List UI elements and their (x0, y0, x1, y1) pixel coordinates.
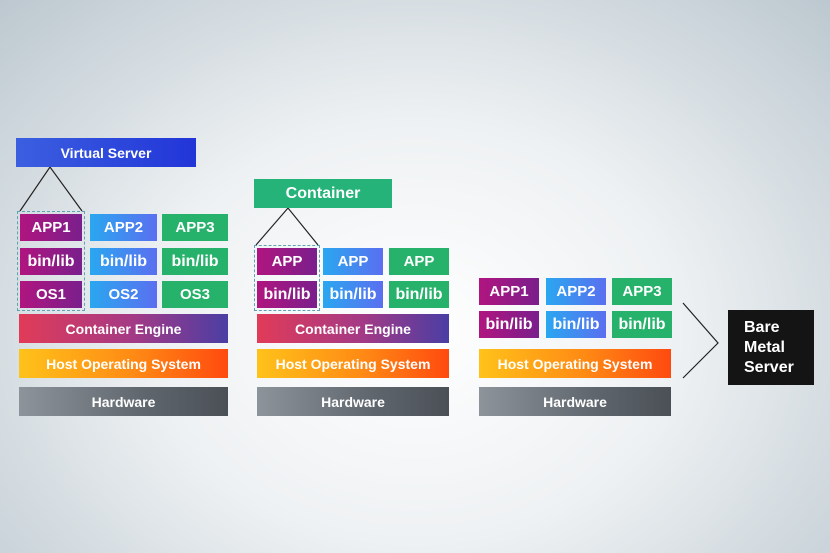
vm-os-1: OS1 (20, 281, 82, 308)
bare-metal-word-2: Metal (744, 338, 785, 356)
vm-hardware: Hardware (19, 387, 228, 416)
bm-lib-1: bin/lib (479, 311, 539, 338)
bm-lib-3: bin/lib (612, 311, 672, 338)
ct-container-engine: Container Engine (257, 314, 449, 343)
container-highlight (254, 245, 320, 311)
vm-container-engine: Container Engine (19, 314, 228, 343)
bare-metal-word-1: Bare (744, 318, 780, 336)
ct-host-os: Host Operating System (257, 349, 449, 378)
vm-lib-3: bin/lib (162, 248, 228, 275)
vm-os-3: OS3 (162, 281, 228, 308)
ct-app-2: APP (323, 248, 383, 275)
vm-app-1: APP1 (20, 214, 82, 241)
ct-app-3: APP (389, 248, 449, 275)
vm-lib-2: bin/lib (90, 248, 157, 275)
bm-app-1: APP1 (479, 278, 539, 305)
ct-lib-2: bin/lib (323, 281, 383, 308)
vm-app-3: APP3 (162, 214, 228, 241)
virtual-server-highlight (17, 211, 85, 311)
ct-lib-3: bin/lib (389, 281, 449, 308)
container-connector (255, 207, 319, 246)
ct-app-1: APP (257, 248, 317, 275)
bm-hardware: Hardware (479, 387, 671, 416)
bare-metal-server-label: Bare Metal Server (728, 310, 814, 385)
bm-lib-2: bin/lib (546, 311, 606, 338)
vm-lib-1: bin/lib (20, 248, 82, 275)
vm-host-os: Host Operating System (19, 349, 228, 378)
ct-hardware: Hardware (257, 387, 449, 416)
virtual-server-connector (19, 165, 83, 212)
bare-metal-connector (682, 302, 719, 379)
bm-app-3: APP3 (612, 278, 672, 305)
bm-host-os: Host Operating System (479, 349, 671, 378)
virtual-server-label: Virtual Server (16, 138, 196, 167)
bare-metal-word-3: Server (744, 358, 794, 376)
vm-os-2: OS2 (90, 281, 157, 308)
bm-app-2: APP2 (546, 278, 606, 305)
ct-lib-1: bin/lib (257, 281, 317, 308)
container-label: Container (254, 179, 392, 208)
vm-app-2: APP2 (90, 214, 157, 241)
